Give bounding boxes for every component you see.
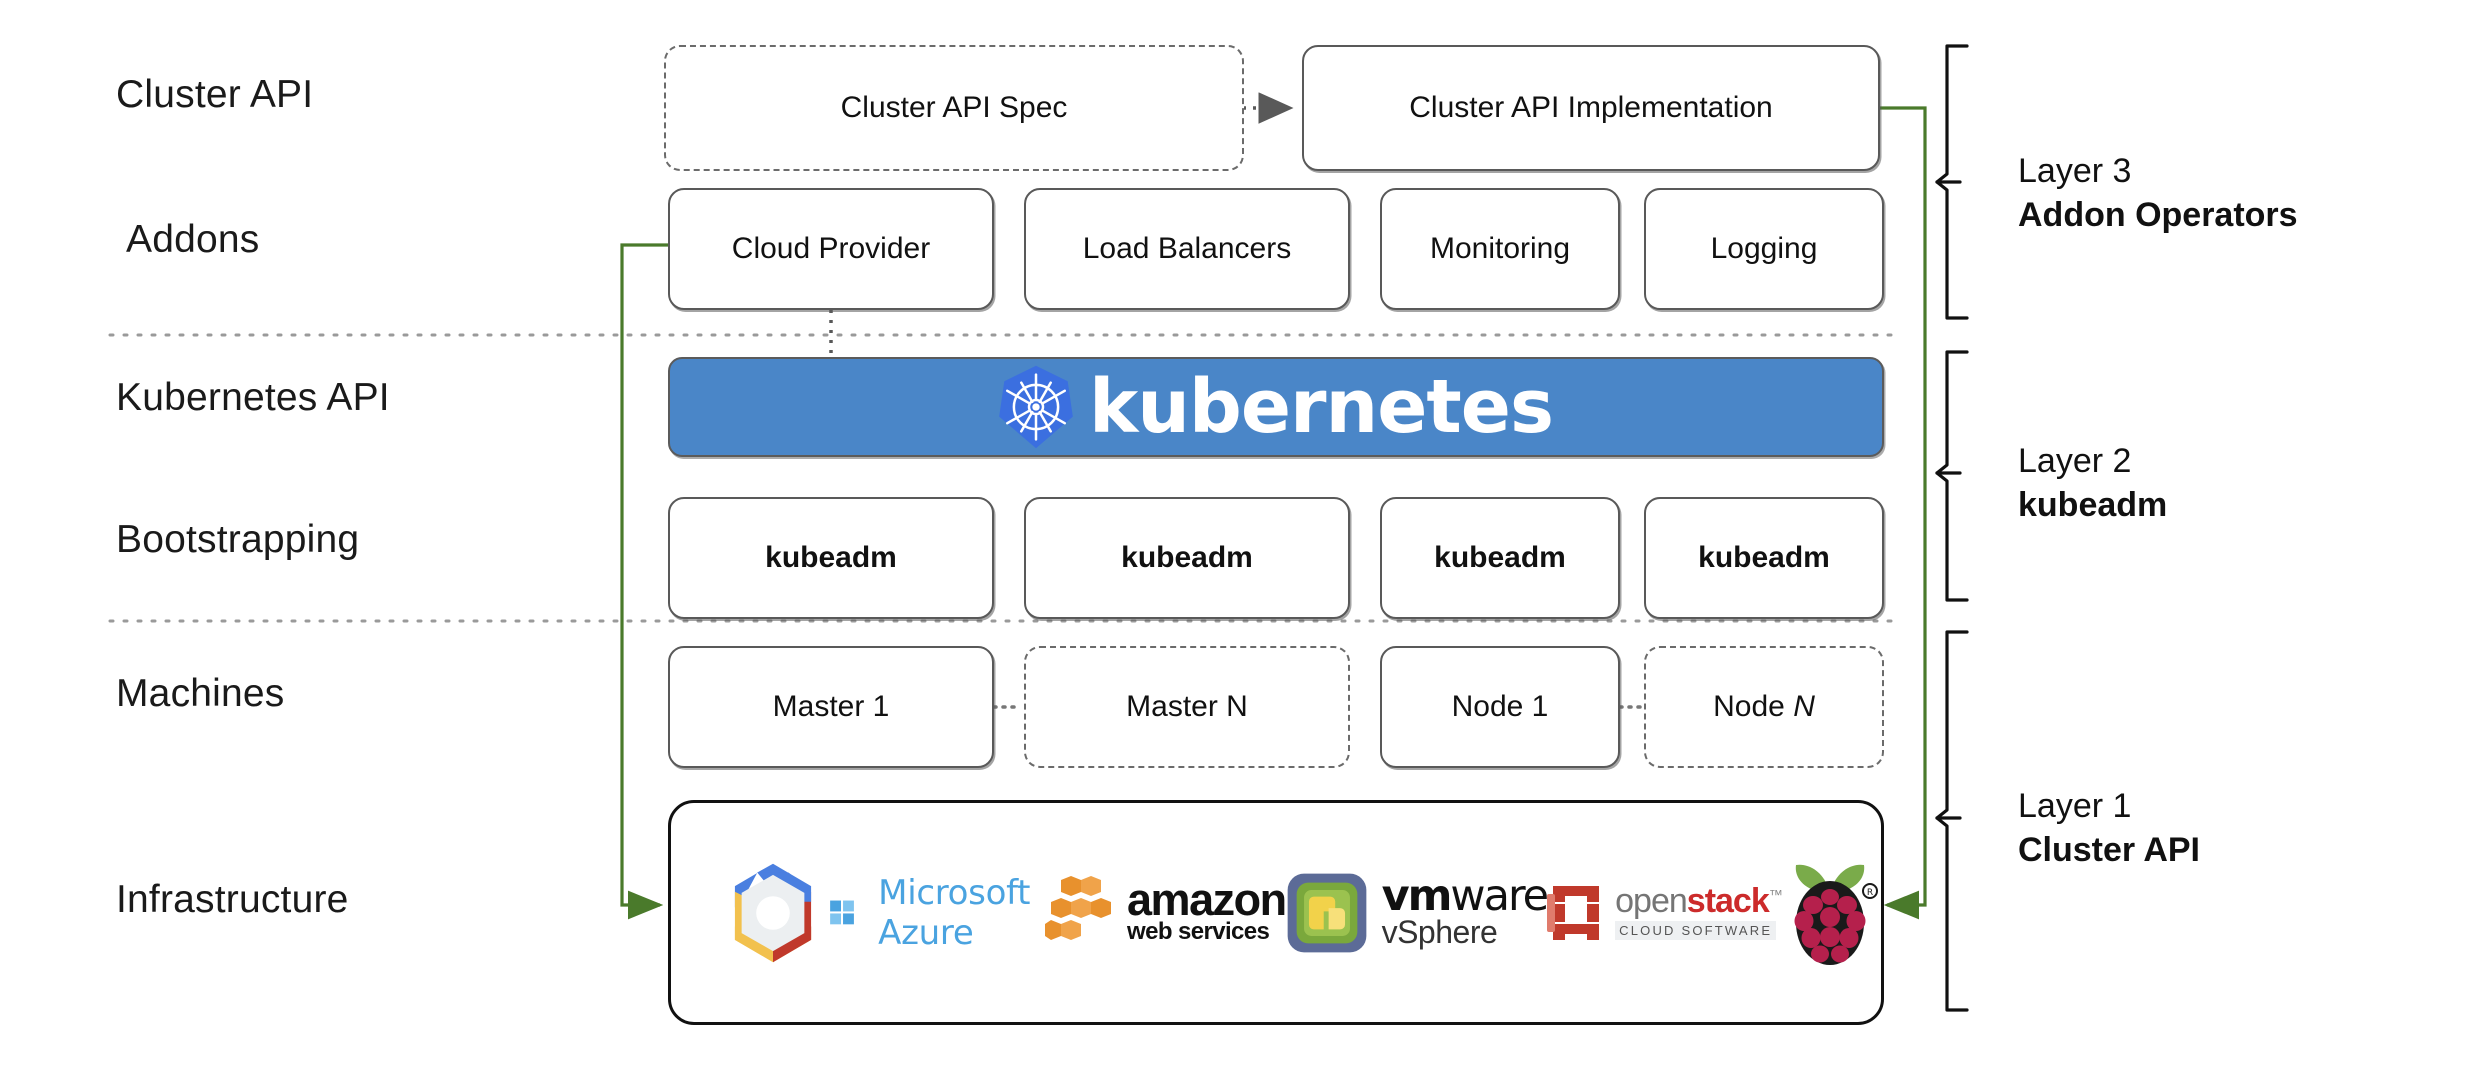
amazon-wordmark: amazon (1127, 874, 1287, 926)
box-label: Cluster API Implementation (1409, 91, 1773, 124)
layer-label-3: Layer 3 Addon Operators (2018, 150, 2298, 237)
box-label: Logging (1710, 232, 1818, 265)
box-label: Node 1 (1451, 690, 1549, 723)
layer-number: Layer 1 (2018, 787, 2132, 825)
vmware-vsphere-logo: vmware vSphere (1286, 871, 1550, 954)
amazon-web-services-subtext: web services (1127, 917, 1270, 945)
layer-number: Layer 2 (2018, 442, 2132, 480)
openstack-logo: openstack™ CLOUD SOFTWARE (1547, 882, 1783, 944)
box-label: Monitoring (1429, 232, 1571, 265)
azure-wordmark: Microsoft Azure (878, 872, 1031, 953)
box-logging[interactable]: Logging (1644, 188, 1884, 310)
layer-number: Layer 3 (2018, 152, 2132, 190)
kubernetes-banner: kubernetes (668, 357, 1884, 457)
microsoft-azure-logo: Microsoft Azure (829, 873, 1045, 953)
box-monitoring[interactable]: Monitoring (1380, 188, 1620, 310)
row-label-bootstrapping: Bootstrapping (116, 518, 360, 561)
box-cluster-api-implementation[interactable]: Cluster API Implementation (1302, 45, 1880, 171)
layer-label-1: Layer 1 Cluster API (2018, 785, 2200, 872)
row-label-infrastructure: Infrastructure (116, 878, 349, 921)
box-label: Node N (1713, 690, 1815, 723)
layer-name: Addon Operators (2018, 195, 2298, 234)
box-load-balancers[interactable]: Load Balancers (1024, 188, 1350, 310)
box-kubeadm-3[interactable]: kubeadm (1380, 497, 1620, 619)
layer-name: kubeadm (2018, 485, 2168, 524)
layer-name: Cluster API (2018, 830, 2201, 869)
openstack-subtext: CLOUD SOFTWARE (1615, 920, 1777, 940)
box-label: Cluster API Spec (840, 91, 1068, 124)
infrastructure-container: Microsoft Azure amazon (668, 800, 1884, 1025)
raspberry-pi-logo: R (1782, 857, 1878, 969)
box-label: kubeadm (765, 541, 897, 574)
box-label: kubeadm (1434, 541, 1566, 574)
kubernetes-helm-wheel-logo (999, 365, 1073, 449)
box-label: Master N (1126, 690, 1248, 723)
row-label-machines: Machines (116, 672, 285, 715)
row-label-addons: Addons (126, 218, 260, 261)
box-label: Cloud Provider (731, 232, 931, 265)
box-label: kubeadm (1121, 541, 1253, 574)
google-cloud-logo (717, 857, 829, 969)
vsphere-subtext: vSphere (1381, 913, 1498, 950)
box-label: Load Balancers (1082, 232, 1292, 265)
row-label-kubernetes-api: Kubernetes API (116, 376, 390, 419)
box-cloud-provider[interactable]: Cloud Provider (668, 188, 994, 310)
box-cluster-api-spec[interactable]: Cluster API Spec (664, 45, 1244, 171)
openstack-wordmark: openstack™ (1615, 882, 1783, 921)
row-label-cluster-api: Cluster API (116, 73, 314, 116)
amazon-web-services-logo: amazon web services (1045, 874, 1287, 951)
box-kubeadm-4[interactable]: kubeadm (1644, 497, 1884, 619)
box-label: Master 1 (772, 690, 890, 723)
kubernetes-wordmark: kubernetes (1088, 364, 1554, 450)
box-node-n[interactable]: Node N (1644, 646, 1884, 768)
box-master-n[interactable]: Master N (1024, 646, 1350, 768)
layer-label-2: Layer 2 kubeadm (2018, 440, 2167, 527)
box-kubeadm-2[interactable]: kubeadm (1024, 497, 1350, 619)
vmware-wordmark: vmware (1381, 871, 1550, 922)
box-kubeadm-1[interactable]: kubeadm (668, 497, 994, 619)
box-master-1[interactable]: Master 1 (668, 646, 994, 768)
box-node-1[interactable]: Node 1 (1380, 646, 1620, 768)
svg-text:R: R (1867, 888, 1873, 898)
box-label: kubeadm (1698, 541, 1830, 574)
